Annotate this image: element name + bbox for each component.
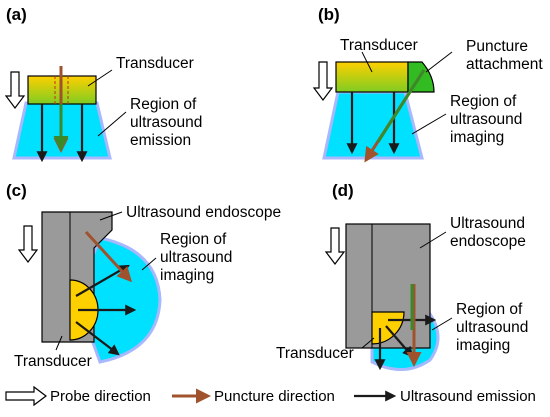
leader-transducer-b <box>361 51 373 73</box>
probe-direction-arrow-c <box>17 225 39 263</box>
leader-endoscope-d <box>419 231 447 249</box>
label-transducer-c: Transducer <box>14 353 92 370</box>
panel-d: (d) Ultrasound endoscope Region of ultra… <box>276 181 528 372</box>
leader-endoscope-c <box>99 211 123 221</box>
label-attachment-b-2: attachment <box>466 56 543 73</box>
leader-region-d <box>431 317 453 331</box>
probe-direction-arrow-d <box>324 227 346 265</box>
label-endoscope-c: Ultrasound endoscope <box>126 204 281 221</box>
label-region-a-1: Region of <box>130 96 197 113</box>
needle-b <box>376 69 426 143</box>
endoscope-body-c <box>41 211 113 343</box>
transducer-b <box>335 61 409 93</box>
emission-arrow-c3 <box>75 321 120 356</box>
imaging-region-c <box>90 236 162 364</box>
label-transducer-a: Transducer <box>116 55 194 72</box>
leader-transducer-a <box>87 69 113 87</box>
label-endoscope-d-2: endoscope <box>450 233 526 250</box>
emission-arrow-d2 <box>385 325 414 358</box>
panel-b-tag: (b) <box>318 5 340 24</box>
label-region-d-3: imaging <box>456 337 510 354</box>
label-region-c-3: imaging <box>160 267 214 284</box>
label-attachment-b-1: Puncture <box>466 38 528 55</box>
probe-direction-arrow-b <box>312 61 334 101</box>
leader-transducer-c <box>55 335 63 351</box>
label-region-d-1: Region of <box>456 301 523 318</box>
puncture-arrow-c <box>84 230 133 283</box>
probe-direction-arrow-a <box>4 71 26 109</box>
legend-probe-label: Probe direction <box>50 388 151 405</box>
panel-b: (b) Transducer Puncture attachment Regio… <box>312 5 543 163</box>
label-region-b-3: imaging <box>450 129 504 146</box>
panel-d-tag: (d) <box>332 181 354 200</box>
label-region-a-2: ultrasound <box>130 114 202 131</box>
label-region-d-2: ultrasound <box>456 319 528 336</box>
leader-region-a <box>97 111 127 137</box>
label-region-c-2: ultrasound <box>160 249 232 266</box>
label-transducer-b: Transducer <box>340 37 418 54</box>
label-region-a-3: emission <box>130 132 191 149</box>
label-region-b-1: Region of <box>450 93 517 110</box>
leader-transducer-d <box>361 337 375 349</box>
label-region-b-2: ultrasound <box>450 111 522 128</box>
leader-attachment-b <box>425 51 453 73</box>
panel-a: (a) Transducer Region of ultrasound emis… <box>4 5 202 163</box>
legend-probe-arrow <box>5 385 47 407</box>
panel-c: (c) Ultrasound endoscope Region of ultra… <box>6 181 281 370</box>
legend: Probe direction Puncture direction Ultra… <box>5 385 536 407</box>
legend-emission-label: Ultrasound emission <box>400 388 536 405</box>
label-endoscope-d-1: Ultrasound <box>450 215 525 232</box>
leader-region-c <box>141 257 157 271</box>
label-region-c-1: Region of <box>160 231 227 248</box>
leader-region-b <box>411 113 447 135</box>
panel-a-tag: (a) <box>6 5 27 24</box>
legend-puncture-label: Puncture direction <box>214 388 335 405</box>
label-transducer-d: Transducer <box>276 345 354 362</box>
panel-c-tag: (c) <box>6 181 27 200</box>
